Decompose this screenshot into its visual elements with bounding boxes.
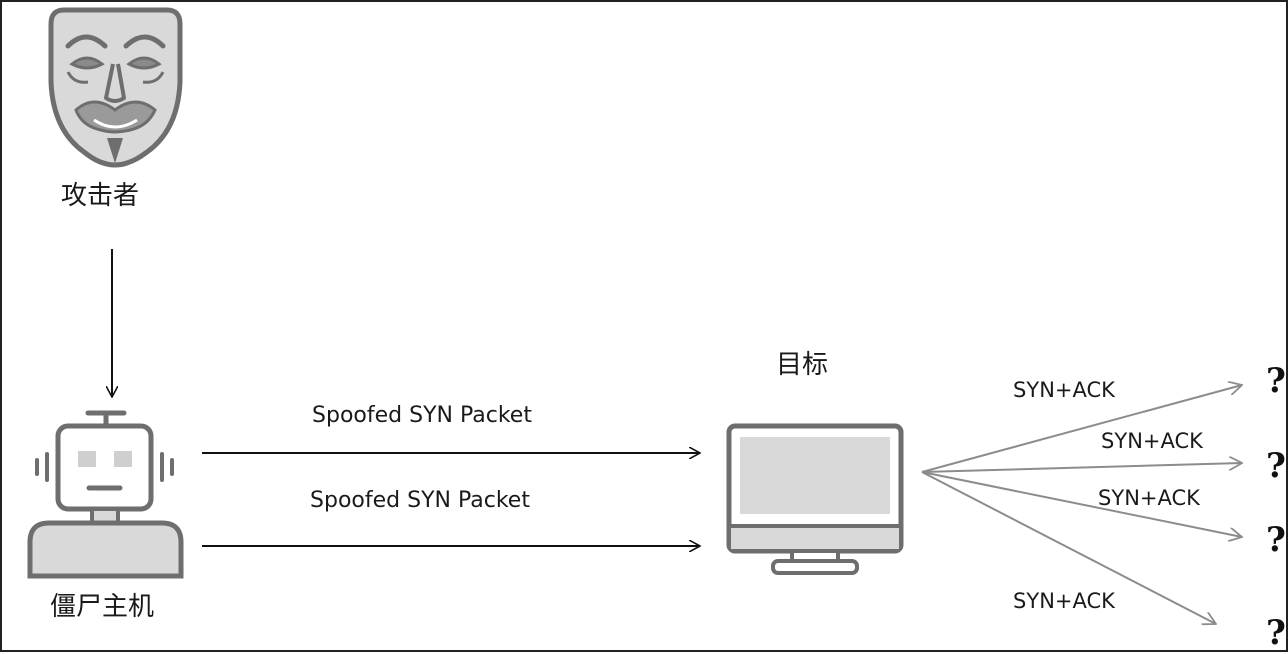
zombie-label: 僵尸主机 — [50, 592, 154, 622]
syn-ack-label-2: SYN+ACK — [1101, 429, 1204, 453]
syn-ack-arrow-2 — [921, 463, 1242, 473]
unknown-mark-4: ? — [1266, 613, 1286, 653]
robot-icon — [27, 410, 184, 579]
syn-ack-arrow-4 — [921, 471, 1216, 624]
attacker-label: 攻击者 — [61, 181, 139, 211]
target-label: 目标 — [776, 350, 828, 380]
syn-ack-arrow-3 — [921, 471, 1242, 537]
unknown-mark-1: ? — [1266, 361, 1286, 401]
monitor-icon — [726, 423, 904, 575]
syn-ack-label-3: SYN+ACK — [1098, 486, 1201, 510]
spoofed-syn-label-2: Spoofed SYN Packet — [310, 488, 530, 513]
unknown-mark-2: ? — [1266, 446, 1286, 486]
mask-icon — [48, 7, 183, 168]
syn-ack-label-1: SYN+ACK — [1013, 378, 1116, 402]
spoofed-syn-label-1: Spoofed SYN Packet — [312, 403, 532, 428]
unknown-mark-3: ? — [1266, 520, 1286, 560]
syn-ack-label-4: SYN+ACK — [1013, 589, 1116, 613]
syn-ack-arrow-1 — [921, 385, 1242, 473]
